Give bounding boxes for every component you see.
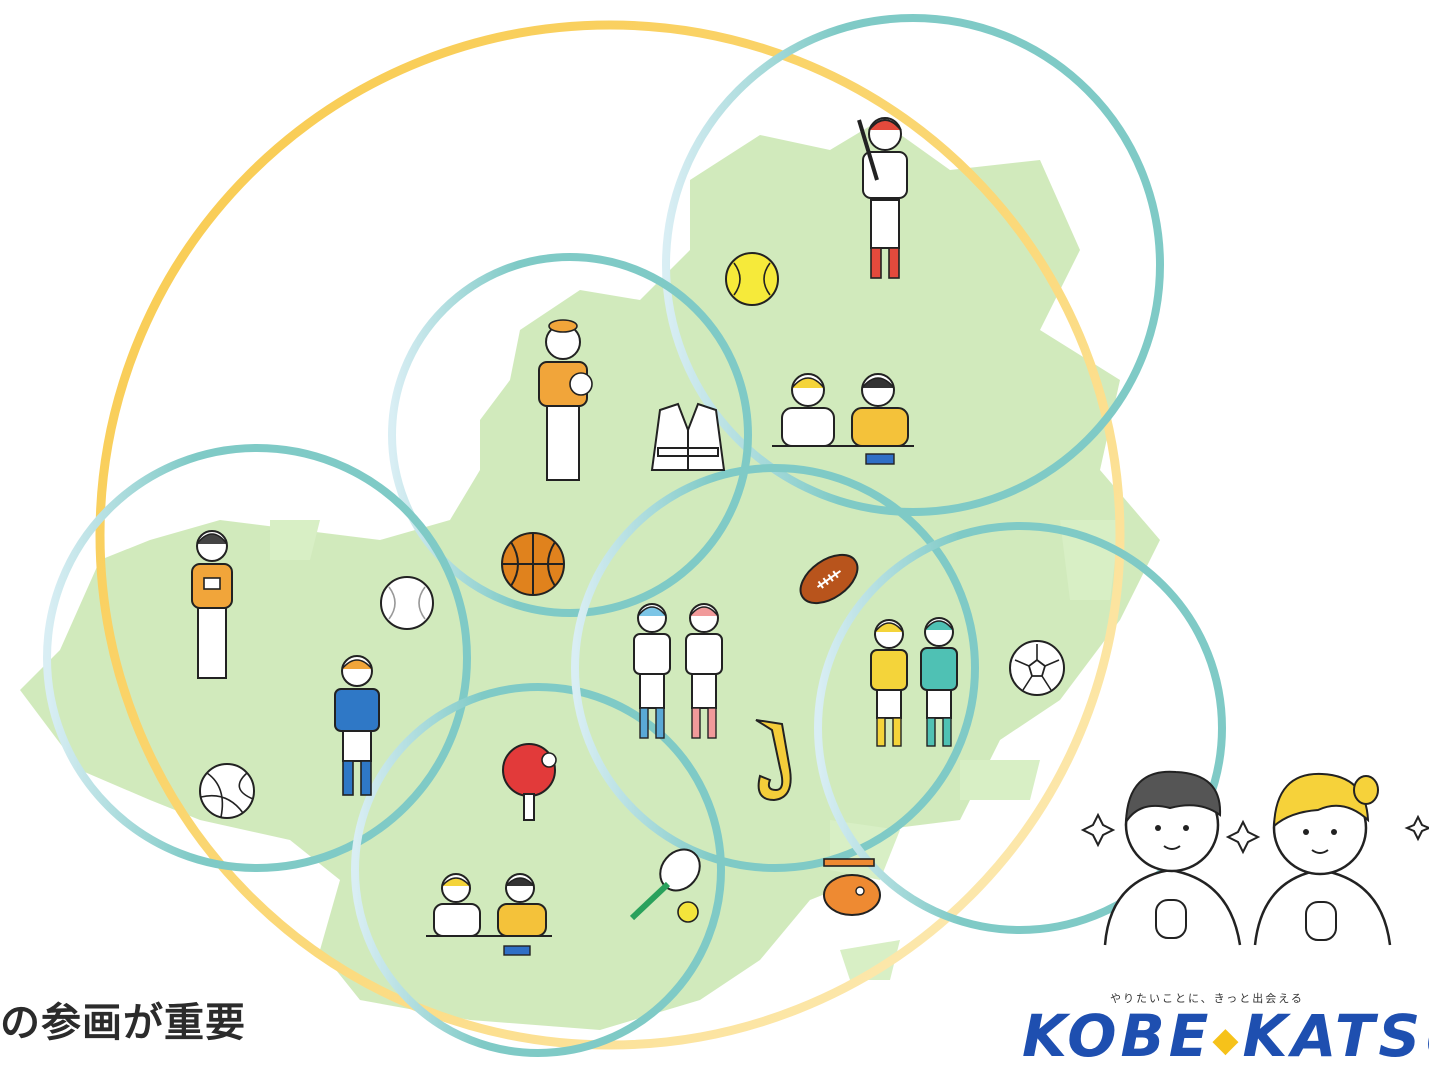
logo-diamond-icon: ◆ (1212, 1019, 1243, 1060)
city-map-shape (20, 120, 1160, 1030)
painter-person-icon (538, 319, 593, 481)
rugby-ball-icon (799, 553, 859, 605)
volleyball-icon (199, 763, 255, 819)
soccer-duo-icon (870, 617, 958, 747)
camera-person-icon (191, 530, 233, 679)
kobe-katsu-logo: KOBE◆KATSU (1022, 1006, 1429, 1070)
district-rings (43, 14, 1226, 1057)
basketball-icon (501, 532, 565, 596)
sparkle-icon (1080, 812, 1429, 855)
baseball-icon (380, 576, 434, 630)
boy-face-icon (1103, 770, 1242, 946)
judo-gi-icon (650, 402, 726, 471)
logo-tagline: やりたいことに、きっと出会える (1110, 992, 1304, 1005)
ring-center (571, 464, 979, 872)
ring-center-north (388, 253, 752, 617)
ring-west (43, 444, 471, 872)
tennis-icon (629, 848, 701, 923)
caption-text: の参画が重要 (0, 1000, 246, 1046)
paint-palette-icon (823, 858, 881, 916)
ring-north (662, 14, 1164, 516)
outer-yellow-ring (95, 20, 1125, 1050)
baseball-player-icon (857, 117, 908, 279)
girl-face-icon (1253, 772, 1392, 946)
soccer-ball-icon (1009, 640, 1065, 696)
saxophone-icon (755, 719, 792, 802)
baseball-duo-icon (633, 603, 723, 739)
logo-word-katsu: KATSU (1242, 1002, 1429, 1070)
ring-south (351, 683, 725, 1057)
logo-word-kobe: KOBE (1022, 1002, 1213, 1070)
softball-icon (725, 252, 779, 306)
ring-east (814, 522, 1226, 934)
soccer-player-icon (334, 655, 380, 796)
table-tennis-icon (502, 743, 557, 821)
study-pair-icon (772, 373, 914, 465)
study-pair-icon-south (426, 873, 552, 956)
